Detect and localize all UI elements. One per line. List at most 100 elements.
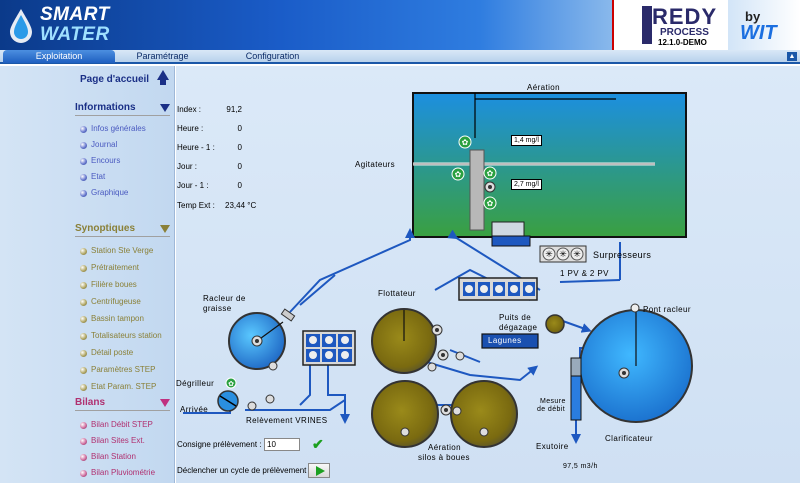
bullet-icon [80,437,87,445]
sidebar-item-etat-param-step[interactable]: Etat Param. STEP [80,382,156,392]
sidebar [0,66,175,483]
stat-heure-value: 0 [237,124,242,133]
bullet-icon [80,298,87,306]
stat-jour-value: 0 [237,162,242,171]
label-racleur-graisse-1: Racleur de [203,294,246,303]
bullet-icon [80,125,87,133]
collapse-triangle-icon[interactable] [160,399,170,407]
bullet-icon [80,247,87,255]
sidebar-item-graphique[interactable]: Graphique [80,188,128,198]
sidebar-item-totalisateurs-station[interactable]: Totalisateurs station [80,331,162,341]
app-header: SMART WATER REDY PROCESS 12.1.0-DEMO by … [0,0,800,50]
sidebar-item-bilan-debit-step[interactable]: Bilan Débit STEP [80,420,153,430]
stat-heure-label: Heure : [177,124,204,133]
redy-logo-box [612,0,728,50]
sidebar-home-link[interactable]: Page d'accueil [80,74,150,85]
stat-heure-1-label: Heure - 1 : [177,143,215,152]
tabs-corner-icon[interactable]: ▲ [787,52,797,61]
collapse-triangle-icon[interactable] [160,104,170,112]
label-mesure-debit-2: de débit [537,406,566,413]
consigne-input[interactable] [264,438,300,451]
sidebar-item-parametres-step[interactable]: Paramètres STEP [80,365,155,375]
bullet-icon [80,264,87,272]
bullet-icon [80,173,87,181]
sidebar-item-bassin-tampon[interactable]: Bassin tampon [80,314,144,324]
sidebar-item-infos-generales[interactable]: Infos générales [80,124,146,134]
stat-index-value: 91,2 [226,105,242,114]
tab-parametrage[interactable]: Paramétrage [136,51,189,61]
sidebar-item-bilan-sites-ext[interactable]: Bilan Sites Ext. [80,436,145,446]
tab-configuration[interactable]: Configuration [245,51,300,61]
bullet-icon [80,189,87,197]
sidebar-item-pretraitement[interactable]: Prétraitement [80,263,139,273]
sidebar-item-bilan-pluviometrie[interactable]: Bilan Pluviométrie [80,468,155,478]
section-synoptiques-title: Synoptiques [75,223,136,234]
label-pont-racleur: Pont racleur [643,305,691,314]
bullet-icon [80,157,87,165]
bullet-icon [80,453,87,461]
debit-value: 97,5 m3/h [563,463,598,470]
sidebar-item-station-ste-verge[interactable]: Station Ste Verge [80,246,153,256]
stat-index-label: Index : [177,105,202,114]
sidebar-item-centrifugeuse[interactable]: Centrifugeuse [80,297,141,307]
label-racleur-graisse-2: graisse [203,304,232,313]
label-agitateurs: Agitateurs [355,160,396,169]
section-bilans-title: Bilans [75,397,106,408]
logo-smart-text: SMART [40,4,110,25]
main-tabs: Exploitation Paramétrage Configuration ▲ [0,50,800,64]
bullet-icon [80,421,87,429]
bywit-logo: WIT [740,22,777,44]
stat-heure-1-value: 0 [237,143,242,152]
home-arrow-stem [160,80,166,85]
o2-bottom-readout: 2,7 mg/l [511,179,542,190]
bullet-icon [80,141,87,149]
home-arrow-icon[interactable] [157,70,169,80]
label-puits-degazage-1: Puits de [499,313,532,322]
label-clarificateur: Clarificateur [605,434,653,443]
label-aeration-silos-2: silos à boues [418,453,470,462]
label-flottateur: Flottateur [378,289,416,298]
label-lagunes[interactable]: Lagunes [488,336,522,345]
label-relevement: Relèvement VRINES [246,416,328,425]
section-informations[interactable]: Informations [75,102,170,116]
collapse-triangle-icon[interactable] [160,225,170,233]
cycle-label: Déclencher un cycle de prélèvement [177,466,307,475]
label-mesure-debit-1: Mesure [540,398,566,405]
stat-temp-ext-label: Temp Ext : [177,201,215,210]
water-drop-icon [10,9,32,43]
sidebar-item-detail-poste[interactable]: Détail poste [80,348,133,358]
label-aeration-silos-1: Aération [428,443,461,452]
tab-exploitation[interactable]: Exploitation [3,50,115,63]
bullet-icon [80,281,87,289]
section-bilans[interactable]: Bilans [75,397,170,411]
label-aeration: Aération [527,83,560,92]
bullet-icon [80,366,87,374]
stat-jour-1-value: 0 [237,181,242,190]
app-version: 12.1.0-DEMO [658,38,707,47]
redy-logo-text: REDY [652,4,718,29]
sidebar-item-etat[interactable]: Etat [80,172,105,182]
bullet-icon [80,315,87,323]
stat-temp-ext-value: 23,44 °C [225,201,257,210]
consigne-label: Consigne prélèvement : [177,440,262,449]
section-synoptiques[interactable]: Synoptiques [75,223,170,237]
label-pv: 1 PV & 2 PV [560,269,609,278]
redy-process-text: PROCESS [660,27,709,38]
sidebar-item-journal[interactable]: Journal [80,140,117,150]
sidebar-item-bilan-station[interactable]: Bilan Station [80,452,136,462]
start-cycle-play-button[interactable] [308,463,330,478]
bullet-icon [80,332,87,340]
sidebar-item-encours[interactable]: Encours [80,156,120,166]
logo-water-text: WATER [40,24,110,45]
label-puits-degazage-2: dégazage [499,323,538,332]
validate-check-icon[interactable]: ✔ [312,436,324,452]
redy-logo-mark [642,6,652,44]
bullet-icon [80,349,87,357]
o2-top-readout: 1,4 mg/l [511,135,542,146]
label-exutoire: Exutoire [536,442,569,451]
label-degrilleur: Dégrilleur [176,379,215,388]
sidebar-item-filiere-boues[interactable]: Filière boues [80,280,137,290]
bullet-icon [80,469,87,477]
bullet-icon [80,383,87,391]
section-informations-title: Informations [75,102,136,113]
